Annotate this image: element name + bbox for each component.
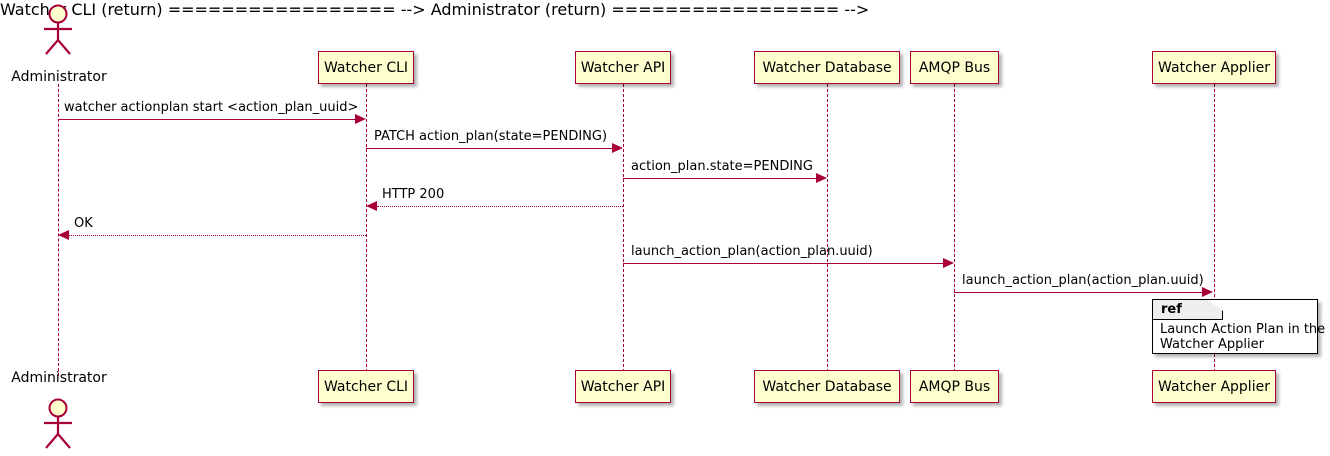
participant-label-amqp-bus: AMQP Bus bbox=[918, 378, 991, 395]
ref-fragment-line-1: Launch Action Plan in the bbox=[1160, 322, 1326, 337]
message-arrowhead-4 bbox=[58, 230, 69, 240]
lifeline-amqp-bus bbox=[954, 84, 955, 372]
actor-administrator-top bbox=[37, 4, 79, 56]
actor-stick-figure-icon bbox=[44, 4, 72, 55]
lifeline-watcher-cli bbox=[366, 84, 367, 372]
participant-box-watcher-api-top[interactable]: Watcher API bbox=[575, 51, 671, 84]
lifeline-watcher-api bbox=[623, 84, 624, 372]
participant-label-watcher-cli: Watcher CLI bbox=[323, 59, 409, 76]
participant-box-amqp-bus-bottom[interactable]: AMQP Bus bbox=[910, 370, 999, 403]
message-arrowhead-1 bbox=[612, 143, 623, 153]
message-arrowhead-6 bbox=[1202, 287, 1213, 297]
message-arrowhead-2 bbox=[816, 173, 827, 183]
message-label-3: HTTP 200 bbox=[382, 187, 445, 202]
actor-label-administrator-bottom: Administrator bbox=[11, 370, 107, 386]
participant-box-watcher-applier-bottom[interactable]: Watcher Applier bbox=[1152, 370, 1276, 403]
actor-label-administrator-top: Administrator bbox=[11, 69, 107, 85]
message-label-4: OK bbox=[74, 216, 93, 231]
message-line-3 bbox=[377, 206, 623, 207]
message-label-0: watcher actionplan start <action_plan_uu… bbox=[64, 100, 359, 115]
ref-fragment-header: ref bbox=[1153, 300, 1223, 320]
ref-fragment[interactable]: ref Launch Action Plan in the Watcher Ap… bbox=[1152, 299, 1325, 354]
message-line-2 bbox=[623, 178, 817, 179]
message-label-1: PATCH action_plan(state=PENDING) bbox=[374, 129, 608, 144]
participant-box-watcher-applier-top[interactable]: Watcher Applier bbox=[1152, 51, 1276, 84]
lifeline-watcher-database bbox=[827, 84, 828, 372]
participant-box-amqp-bus-top[interactable]: AMQP Bus bbox=[910, 51, 999, 84]
participant-label-watcher-api: Watcher API bbox=[580, 378, 666, 395]
lifeline-watcher-applier bbox=[1214, 84, 1215, 372]
message-arrowhead-3 bbox=[366, 201, 377, 211]
participant-label-watcher-applier: Watcher Applier bbox=[1158, 59, 1270, 76]
message-line-1 bbox=[366, 148, 613, 149]
participant-label-watcher-database: Watcher Database bbox=[762, 378, 892, 395]
message-label-5: launch_action_plan(action_plan.uuid) bbox=[631, 244, 873, 259]
message-line-5 bbox=[623, 263, 944, 264]
actor-administrator-bottom bbox=[37, 398, 79, 450]
participant-label-watcher-cli: Watcher CLI bbox=[323, 378, 409, 395]
participant-box-watcher-database-bottom[interactable]: Watcher Database bbox=[754, 370, 900, 403]
participant-box-watcher-cli-bottom[interactable]: Watcher CLI bbox=[318, 370, 414, 403]
message-arrowhead-5 bbox=[943, 258, 954, 268]
participant-label-watcher-database: Watcher Database bbox=[762, 59, 892, 76]
participant-box-watcher-cli-top[interactable]: Watcher CLI bbox=[318, 51, 414, 84]
message-arrowhead-0 bbox=[355, 114, 366, 124]
participant-label-watcher-api: Watcher API bbox=[580, 59, 666, 76]
participant-box-watcher-api-bottom[interactable]: Watcher API bbox=[575, 370, 671, 403]
message-line-4 bbox=[69, 235, 366, 236]
participant-label-amqp-bus: AMQP Bus bbox=[918, 59, 991, 76]
actor-stick-figure-icon bbox=[44, 398, 72, 449]
message-line-6 bbox=[954, 292, 1203, 293]
message-label-2: action_plan.state=PENDING bbox=[631, 159, 813, 174]
ref-fragment-line-2: Watcher Applier bbox=[1160, 337, 1264, 352]
message-line-0 bbox=[58, 119, 356, 120]
participant-box-watcher-database-top[interactable]: Watcher Database bbox=[754, 51, 900, 84]
message-label-6: launch_action_plan(action_plan.uuid) bbox=[962, 273, 1204, 288]
participant-label-watcher-applier: Watcher Applier bbox=[1158, 378, 1270, 395]
